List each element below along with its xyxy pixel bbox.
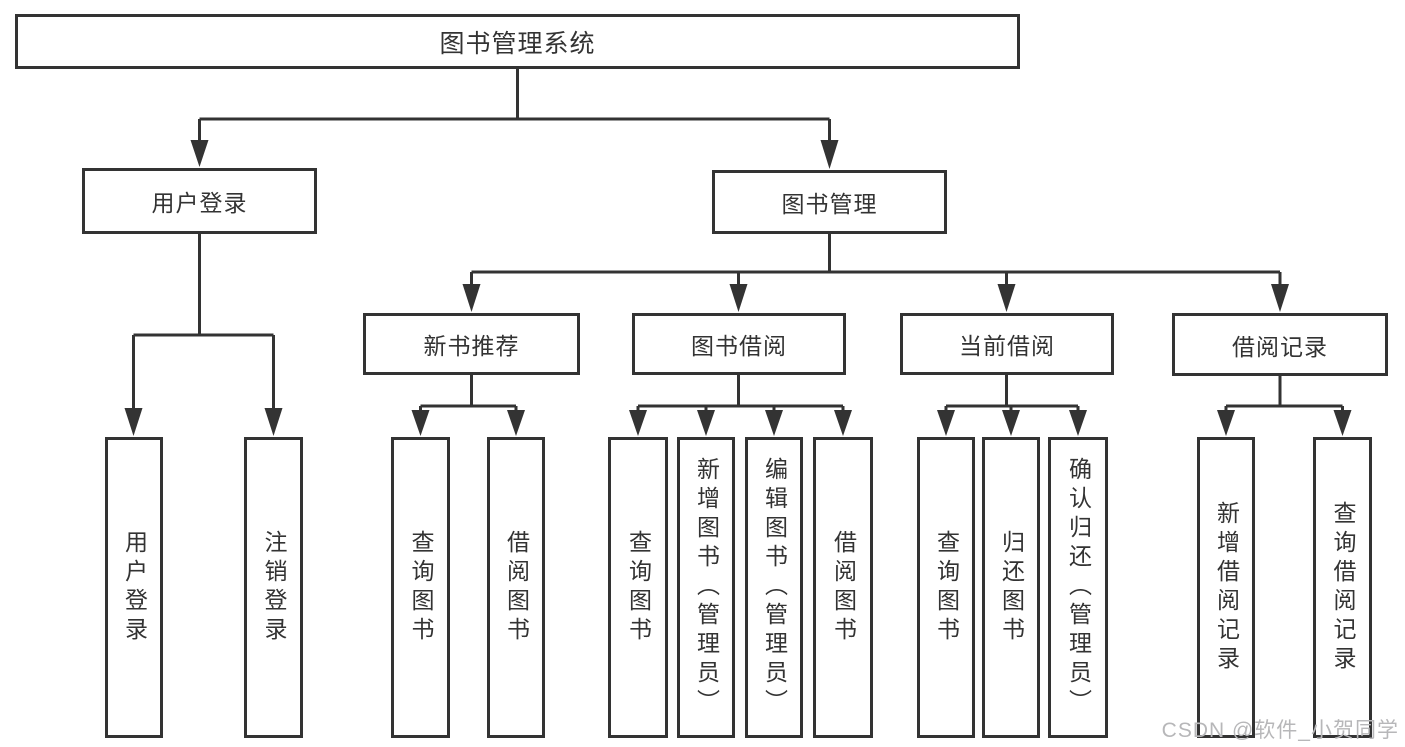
node-book-borrow: 图书借阅 [632,313,846,375]
node-book-management: 图书管理 [712,170,947,234]
node-library-management-system: 图书管理系统 [15,14,1020,69]
leaf-confirm-return-admin: 确认归还（管理员） [1048,437,1108,738]
leaf-label: 查询借阅记录 [1330,500,1356,675]
leaf-label: 查询图书 [408,529,434,646]
leaf-label: 用户登录 [121,529,148,646]
leaf-user-login: 用户登录 [105,437,163,738]
leaf-edit-book-admin: 编辑图书（管理员） [745,437,803,738]
leaf-return-book: 归还图书 [982,437,1040,738]
csdn-watermark: CSDN @软件_小贺同学 [1161,719,1399,742]
leaf-query-books-current: 查询图书 [917,437,975,738]
leaf-borrow-books: 借阅图书 [813,437,873,738]
leaf-label: 新增借阅记录 [1213,500,1240,675]
leaf-logout: 注销登录 [244,437,303,738]
leaf-query-books-borrow: 查询图书 [608,437,668,738]
leaf-add-book-admin: 新增图书（管理员） [677,437,735,738]
leaf-label: 新增图书（管理员） [693,457,720,718]
connector-root-to-level2 [198,68,831,142]
connector-new-book-recommend [419,374,518,412]
leaf-label: 查询图书 [625,529,652,646]
node-borrow-records: 借阅记录 [1172,313,1388,376]
leaf-query-borrow-record: 查询借阅记录 [1313,437,1372,738]
connector-book-borrow [636,374,845,412]
connector-book-management [470,233,1282,286]
connector-user-login [132,234,275,410]
connector-current-borrow [944,374,1080,412]
leaf-label: 归还图书 [998,529,1025,646]
leaf-add-borrow-record: 新增借阅记录 [1197,437,1255,738]
leaf-label: 借阅图书 [830,529,857,646]
arrowheads [124,140,1352,436]
leaf-label: 查询图书 [933,529,960,646]
node-current-borrow: 当前借阅 [900,313,1114,375]
leaf-label: 借阅图书 [503,529,530,646]
leaf-label: 注销登录 [261,529,287,646]
leaf-label: 确认归还（管理员） [1065,457,1092,718]
node-new-book-recommend: 新书推荐 [363,313,580,375]
connector-borrow-records [1224,375,1344,412]
leaf-label: 编辑图书（管理员） [761,457,788,718]
node-user-login: 用户登录 [82,168,317,234]
leaf-borrow-books-recommend: 借阅图书 [487,437,545,738]
leaf-query-books-recommend: 查询图书 [391,437,450,738]
